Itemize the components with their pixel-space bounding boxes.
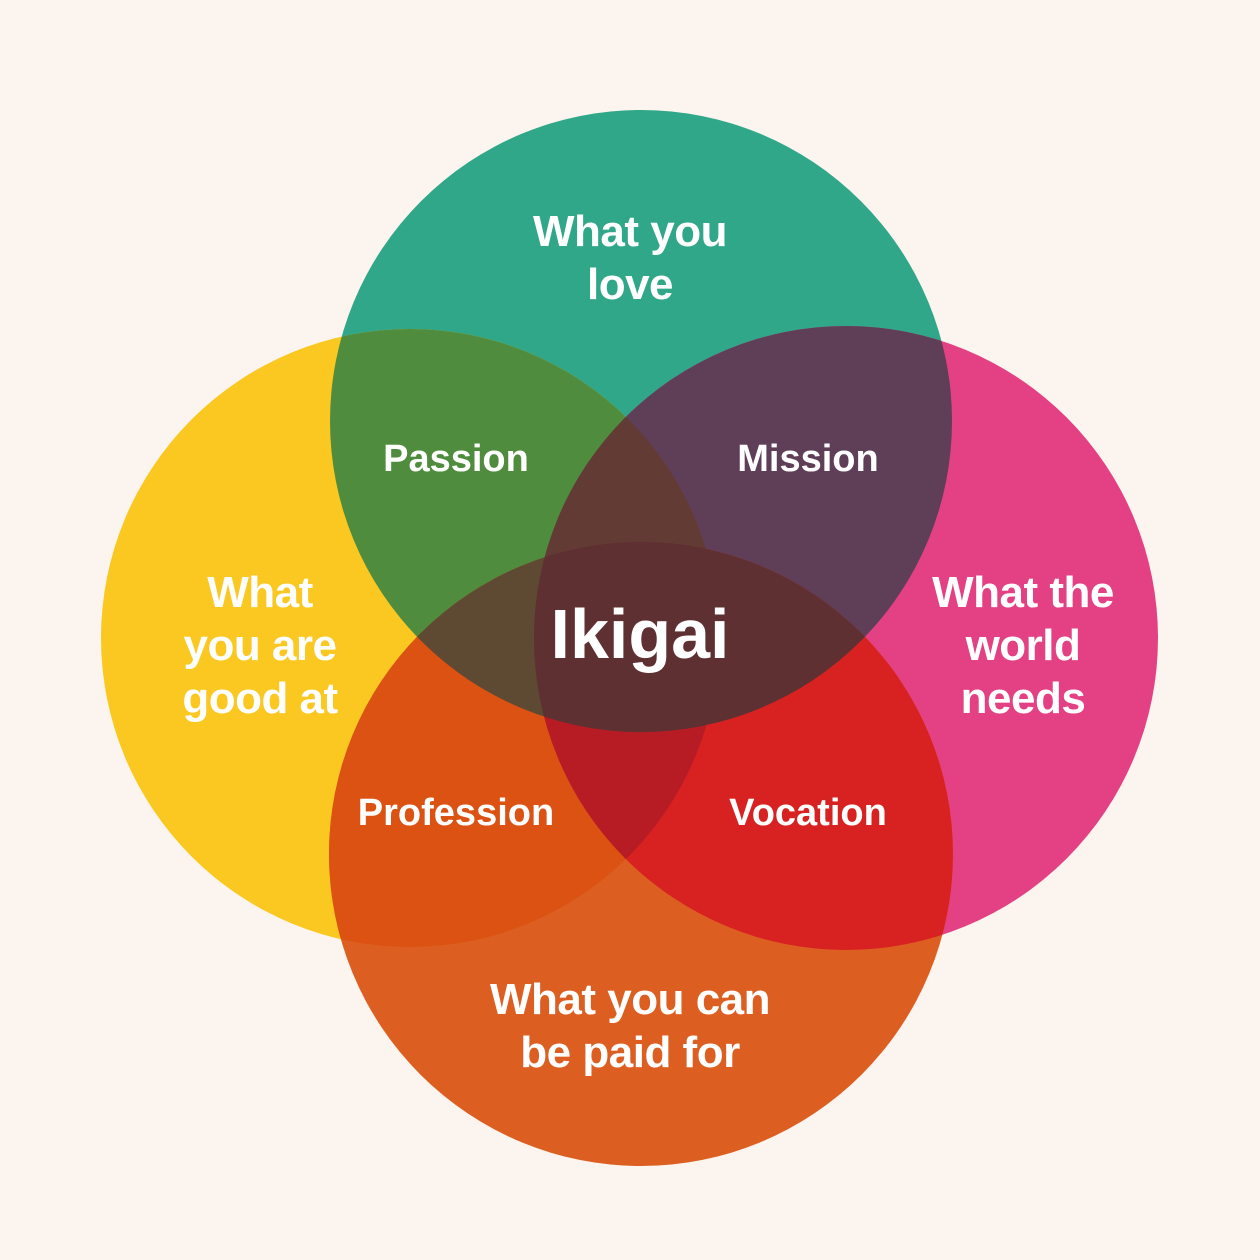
label-what-you-can-be-paid-for: What you can be paid for [489, 975, 771, 1077]
label-what-the-world-needs: What the world needs [932, 568, 1114, 723]
overlap-love-world-paid [534, 542, 952, 732]
label-profession: Profession [357, 792, 555, 834]
label-what-you-love: What you love [533, 207, 727, 309]
label-ikigai: Ikigai [550, 595, 730, 673]
label-passion: Passion [383, 438, 529, 480]
label-what-you-are-good-at: What you are good at [182, 568, 338, 723]
label-mission: Mission [737, 438, 879, 480]
label-vocation: Vocation [729, 792, 887, 834]
